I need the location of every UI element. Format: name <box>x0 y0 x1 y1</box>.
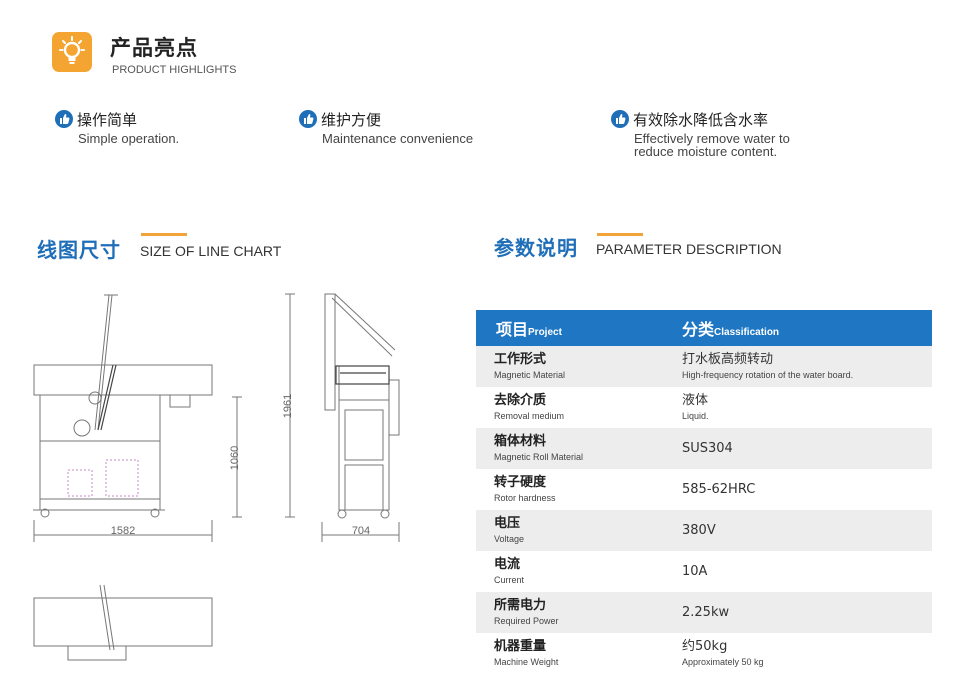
front-view <box>33 294 213 518</box>
dimension-width: 1582 <box>111 525 135 537</box>
line-chart-title: 线图尺寸 <box>37 238 121 262</box>
section-accent-bar <box>141 233 187 236</box>
line-drawing: 1060 1582 1961 704 <box>33 293 400 661</box>
dimension-total-height: 1961 <box>282 394 294 418</box>
page-title: 产品亮点 <box>110 36 198 60</box>
page-subtitle: PRODUCT HIGHLIGHTS <box>112 64 237 76</box>
side-view <box>324 293 400 519</box>
thumbs-up-icon <box>299 110 317 128</box>
highlight-desc-line2: reduce moisture content. <box>634 144 778 159</box>
highlight-title: 维护方便 <box>321 112 382 129</box>
thumbs-up-icon <box>55 110 73 128</box>
table-header-row: 项目Project 分类Classification <box>476 310 932 346</box>
dimension-height: 1060 <box>229 446 241 470</box>
highlight-desc-line1: Effectively remove water to <box>634 131 790 146</box>
line-chart-subtitle: SIZE OF LINE CHART <box>140 243 282 259</box>
parameter-title: 参数说明 <box>494 236 578 260</box>
highlight-item: 维护方便 Maintenance convenience <box>299 109 473 145</box>
section-accent-bar <box>597 233 643 236</box>
highlight-item: 有效除水降低含水率 Effectively remove water to re… <box>611 109 790 158</box>
highlight-desc: Maintenance convenience <box>322 131 474 146</box>
parameter-subtitle: PARAMETER DESCRIPTION <box>596 241 782 257</box>
dimension-depth: 704 <box>352 525 370 537</box>
header-classification: 分类Classification <box>682 310 932 346</box>
thumbs-up-icon <box>611 110 629 128</box>
lightbulb-icon <box>52 32 92 72</box>
highlight-item: 操作简单 Simple operation. <box>55 109 179 145</box>
highlight-title: 操作简单 <box>77 112 138 129</box>
highlight-title: 有效除水降低含水率 <box>633 112 769 129</box>
highlight-desc: Simple operation. <box>78 131 180 146</box>
header-project: 项目Project <box>476 310 682 346</box>
top-view <box>33 584 213 661</box>
